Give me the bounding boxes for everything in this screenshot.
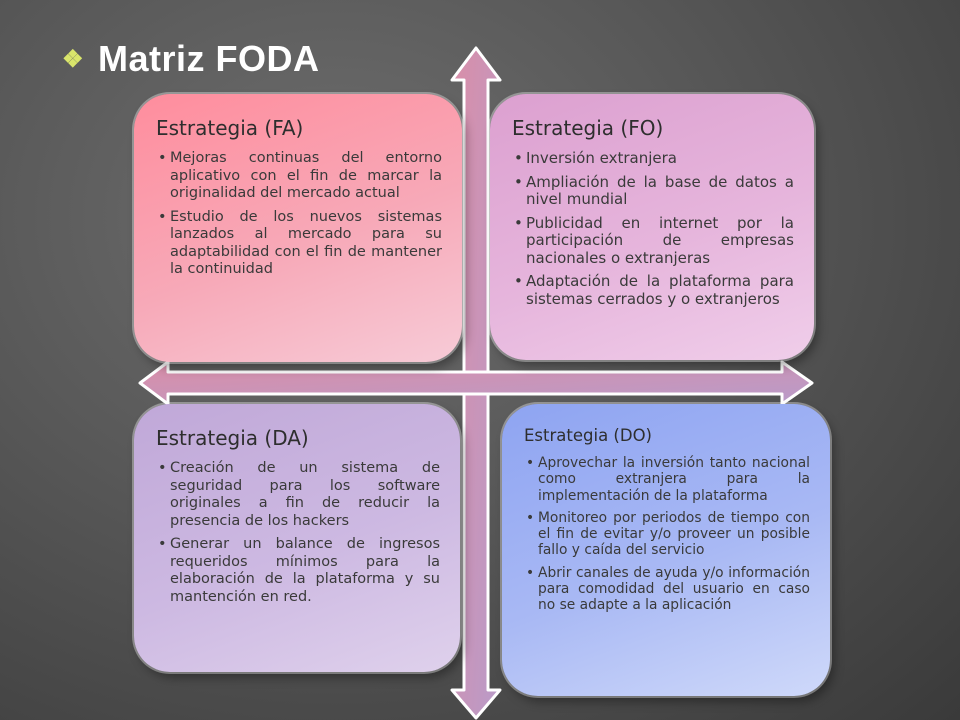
quadrant-do-list: Aprovechar la inversión tanto nacional c… (524, 455, 810, 614)
quadrant-da-list: Creación de un sistema de seguridad para… (156, 460, 440, 606)
quadrant-fo-list: Inversión extranjera Ampliación de la ba… (512, 149, 794, 308)
horizontal-double-arrow-icon (138, 360, 814, 406)
list-item: Generar un balance de ingresos requerido… (156, 536, 440, 606)
list-item: Publicidad en internet por la participac… (512, 214, 794, 268)
list-item: Ampliación de la base de datos a nivel m… (512, 173, 794, 209)
quadrant-fa-heading: Estrategia (FA) (156, 116, 304, 140)
list-item: Estudio de los nuevos sistemas lanzados … (156, 209, 442, 279)
quadrant-do: Estrategia (DO) Aprovechar la inversión … (502, 404, 830, 696)
quadrant-da-heading: Estrategia (DA) (156, 426, 309, 450)
quadrant-fo-heading: Estrategia (FO) (512, 116, 664, 140)
list-item: Aprovechar la inversión tanto nacional c… (524, 455, 810, 504)
slide-title: ❖ Matriz FODA (62, 38, 320, 80)
quadrant-do-heading: Estrategia (DO) (524, 426, 652, 445)
quadrant-fa-list: Mejoras continuas del entorno aplicativo… (156, 150, 442, 279)
list-item: Inversión extranjera (512, 149, 794, 168)
list-item: Monitoreo por periodos de tiempo con el … (524, 510, 810, 559)
quadrant-fa: Estrategia (FA) Mejoras continuas del en… (134, 94, 462, 362)
quadrant-da: Estrategia (DA) Creación de un sistema d… (134, 404, 460, 672)
list-item: Mejoras continuas del entorno aplicativo… (156, 150, 442, 203)
quadrant-fo: Estrategia (FO) Inversión extranjera Amp… (490, 94, 814, 360)
diamond-bullet-icon: ❖ (62, 45, 85, 73)
slide-title-text: Matriz FODA (98, 38, 320, 79)
list-item: Adaptación de la plataforma para sistema… (512, 272, 794, 308)
list-item: Abrir canales de ayuda y/o información p… (524, 565, 810, 614)
list-item: Creación de un sistema de seguridad para… (156, 460, 440, 530)
